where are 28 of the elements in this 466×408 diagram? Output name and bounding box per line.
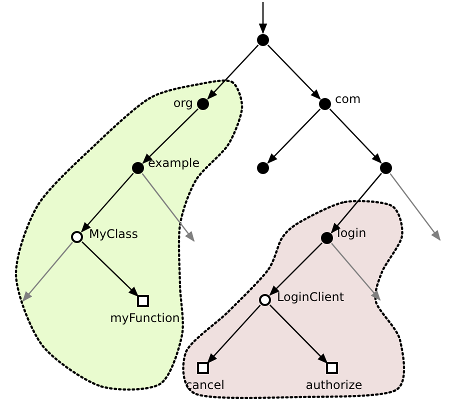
arrow [142,108,198,164]
node-label: MyClass [89,227,138,241]
arrow [80,172,134,233]
node-label: LoginClient [277,290,344,304]
arrow [269,242,322,296]
arrow [267,44,321,100]
node-label: com [335,92,361,106]
arrow [330,172,382,234]
arrow [267,108,321,164]
arrow [82,241,139,297]
arrow [207,44,259,100]
arrow [207,304,261,364]
arrow [22,242,73,302]
arrow [329,108,382,164]
node-label: org [173,96,193,110]
filled-dot [257,34,269,46]
node-label: cancel [186,378,224,392]
node-label: example [148,156,200,170]
filled-dot [257,162,269,174]
arrow [331,242,381,301]
arrow [390,173,441,241]
arrow [258,2,268,34]
arrow [269,304,328,364]
node-label: myFunction [110,311,180,325]
filled-dot [380,162,392,174]
node-label: login [337,226,366,240]
arrow [142,173,195,242]
node-label: authorize [306,378,362,392]
